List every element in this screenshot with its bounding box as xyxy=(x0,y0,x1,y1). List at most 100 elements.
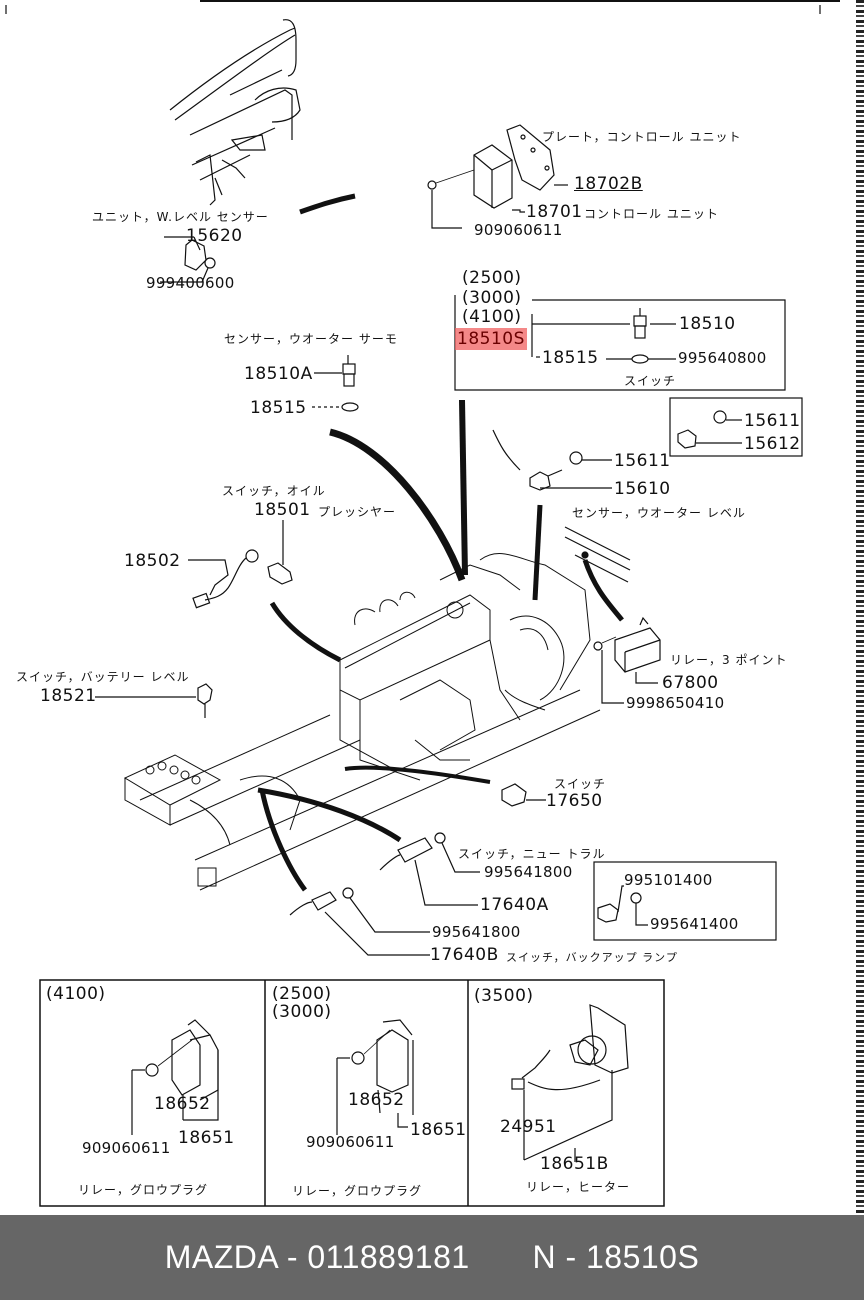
washer-drawing xyxy=(631,354,649,364)
part-18510S-highlighted[interactable]: 18510S xyxy=(455,328,527,350)
part-9998650410[interactable]: 9998650410 xyxy=(626,694,725,712)
part-18502[interactable]: 18502 xyxy=(124,551,181,571)
diagram-line-art xyxy=(5,0,840,1207)
part-15611-box[interactable]: 15611 xyxy=(744,411,801,431)
backup-lamp-switch-drawing xyxy=(289,887,354,916)
part-15612[interactable]: 15612 xyxy=(744,434,801,454)
part-info-footer: MAZDA - 011889181 N - 18510S xyxy=(0,1215,864,1300)
harness-leader xyxy=(299,193,356,215)
switch-17650-label: スイッチ xyxy=(554,777,607,791)
footer-brand: MAZDA xyxy=(164,1239,278,1275)
panel-3000-variant: (3000) xyxy=(272,1002,332,1022)
part-18515-box[interactable]: 18515 xyxy=(542,348,599,368)
leader-17650 xyxy=(344,765,491,784)
leader-18510A xyxy=(329,428,466,582)
variant-4100: (4100) xyxy=(462,307,522,327)
backup-lamp-switch-label: スイッチ，バックアップ ランプ xyxy=(506,951,678,964)
panel-2500-part-18651[interactable]: 18651 xyxy=(410,1120,467,1140)
footer-part-info: MAZDA - 011889181 N - 18510S xyxy=(165,1239,700,1276)
part-999400600[interactable]: 999400600 xyxy=(146,274,235,292)
part-18515-left[interactable]: 18515 xyxy=(250,398,307,418)
scan-edge-strip xyxy=(856,0,864,1215)
panel-3500-desc: リレー，ヒーター xyxy=(526,1180,631,1194)
panel-4100-variant: (4100) xyxy=(46,984,106,1004)
water-thermo-sensor-label: センサー，ウオーター サーモ xyxy=(224,332,398,346)
control-unit-label: コントロール ユニット xyxy=(584,207,719,221)
battery-level-switch-drawing xyxy=(95,683,213,718)
part-15620[interactable]: 15620 xyxy=(186,226,243,246)
plate-control-unit-label: プレート，コントロール ユニット xyxy=(542,130,742,144)
footer-ref-number: 18510S xyxy=(585,1239,700,1275)
harness-18502-drawing xyxy=(188,549,259,609)
part-18701[interactable]: 18701 xyxy=(526,202,583,222)
part-995641800-b[interactable]: 995641800 xyxy=(432,923,521,941)
neutral-switch-drawing xyxy=(379,832,446,871)
w-level-sensor-drawing xyxy=(160,236,216,283)
plate-bracket-drawing xyxy=(506,124,555,191)
glow-plug-relay-2500-drawing xyxy=(336,1019,414,1135)
panel-2500-part-18652[interactable]: 18652 xyxy=(348,1090,405,1110)
relay-3-point-label: リレー，3 ポイント xyxy=(670,653,788,667)
panel-4100-part-909060611[interactable]: 909060611 xyxy=(82,1139,171,1157)
leader-17640A xyxy=(257,787,402,843)
oil-switch-label: スイッチ，オイル xyxy=(222,484,326,498)
part-17650[interactable]: 17650 xyxy=(546,791,603,811)
variant-2500: (2500) xyxy=(462,268,522,288)
part-995640800[interactable]: 995640800 xyxy=(678,349,767,367)
panel-4100-part-18652[interactable]: 18652 xyxy=(154,1094,211,1114)
panel-2500-variant: (2500) xyxy=(272,984,332,1004)
part-15610[interactable]: 15610 xyxy=(614,479,671,499)
part-17640B[interactable]: 17640B xyxy=(430,945,499,965)
part-995101400[interactable]: 995101400 xyxy=(624,871,713,889)
chassis-frame-drawing xyxy=(123,689,601,891)
footer-separator-2: - xyxy=(565,1239,577,1275)
part-17640A[interactable]: 17640A xyxy=(480,895,549,915)
panel-3500-variant: (3500) xyxy=(474,986,534,1006)
water-level-sensor-label: センサー，ウオーター レベル xyxy=(572,506,746,520)
parts-diagram: プレート，コントロール ユニット 18702B 18701 コントロール ユニッ… xyxy=(5,0,864,1215)
frame-rail-drawing xyxy=(564,526,631,583)
part-995641400[interactable]: 995641400 xyxy=(650,915,739,933)
variant-box-18510S xyxy=(454,295,786,391)
panel-3500-part-24951[interactable]: 24951 xyxy=(500,1117,557,1137)
part-18521[interactable]: 18521 xyxy=(40,686,97,706)
pressure-label: プレッシヤー xyxy=(318,505,397,519)
relay-3-point-drawing xyxy=(593,616,661,673)
part-909060611-top[interactable]: 909060611 xyxy=(474,221,563,239)
footer-ref-prefix: N xyxy=(532,1239,557,1275)
sensor-18510-drawing xyxy=(633,308,647,339)
switch-17650-drawing xyxy=(501,783,527,807)
panel-4100-desc: リレー，グロウプラグ xyxy=(78,1183,209,1197)
panel-2500-desc: リレー，グロウプラグ xyxy=(292,1184,423,1198)
control-unit-drawing xyxy=(427,144,513,209)
glow-plug-relay-4100-drawing xyxy=(131,1019,219,1135)
part-67800[interactable]: 67800 xyxy=(662,673,719,693)
part-18501[interactable]: 18501 xyxy=(254,500,311,520)
part-15611[interactable]: 15611 xyxy=(614,451,671,471)
dashboard-panel-drawing xyxy=(169,19,301,206)
oil-pressure-switch-drawing xyxy=(267,520,293,585)
leader-18510S xyxy=(459,399,468,576)
panel-4100-part-18651[interactable]: 18651 xyxy=(178,1128,235,1148)
part-995641800-a[interactable]: 995641800 xyxy=(484,863,573,881)
box-15611-15612 xyxy=(669,397,803,457)
battery-level-switch-label: スイッチ，バッテリー レベル xyxy=(16,670,190,684)
footer-part-number: 011889181 xyxy=(307,1239,470,1275)
box-bolt-washer xyxy=(593,861,777,941)
switch-label-box: スイッチ xyxy=(624,374,677,388)
engine-drawing xyxy=(339,553,591,781)
part-18702B[interactable]: 18702B xyxy=(574,174,643,194)
panel-2500-part-909060611[interactable]: 909060611 xyxy=(306,1133,395,1151)
heater-relay-3500-drawing xyxy=(511,1004,629,1162)
variant-3000: (3000) xyxy=(462,288,522,308)
w-level-sensor-unit-label: ユニット，W.レベル センサー xyxy=(92,210,269,224)
leader-67800 xyxy=(582,559,624,622)
neutral-switch-label: スイッチ，ニュー トラル xyxy=(458,847,606,861)
water-level-sensor-drawing xyxy=(529,471,551,491)
part-18510A[interactable]: 18510A xyxy=(244,364,313,384)
part-18510[interactable]: 18510 xyxy=(679,314,736,334)
panel-3500-part-18651B[interactable]: 18651B xyxy=(540,1154,609,1174)
leader-17640B xyxy=(259,789,308,892)
footer-separator: - xyxy=(286,1239,298,1275)
leader-18501 xyxy=(269,601,342,663)
